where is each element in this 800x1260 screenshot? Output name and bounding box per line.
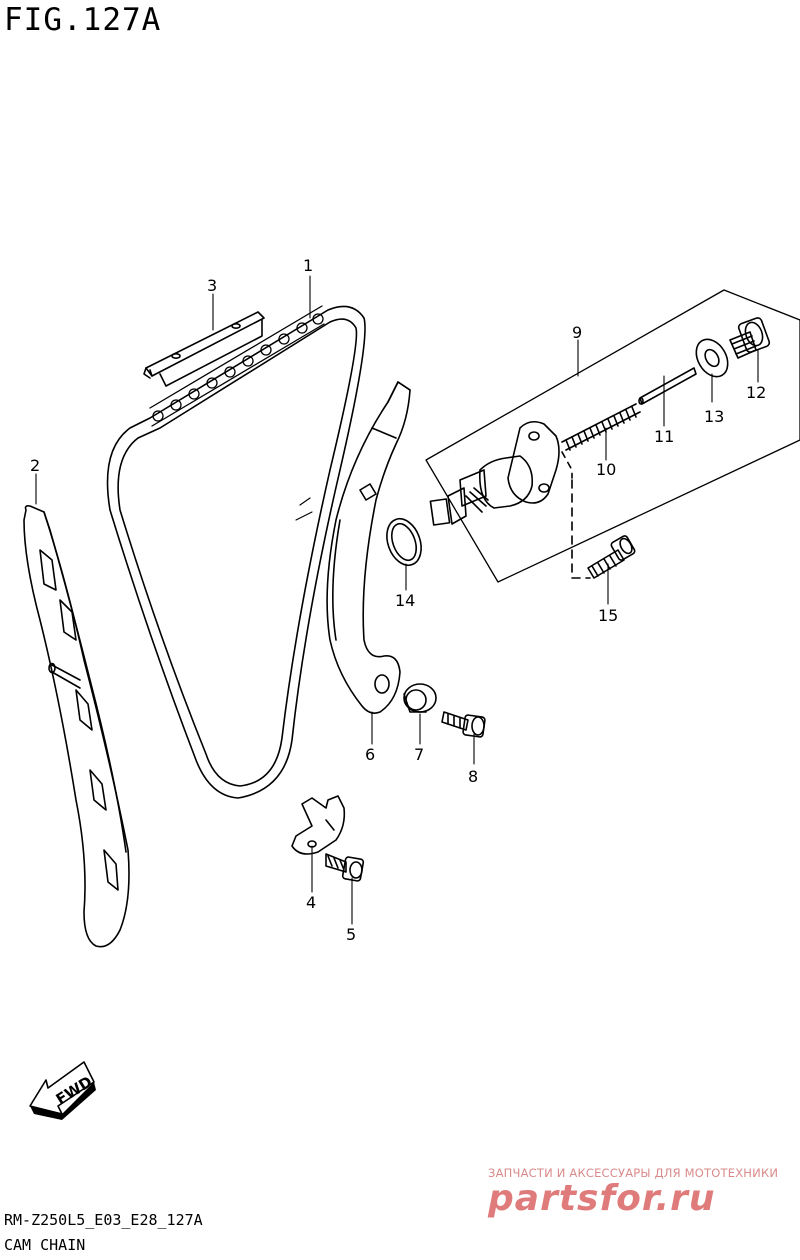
- cam-chain: [106, 305, 366, 799]
- collar: [403, 683, 437, 713]
- callout-10: 10: [596, 460, 616, 479]
- gasket-washer: [695, 338, 729, 378]
- watermark-tagline: ЗАПЧАСТИ И АКСЕССУАРЫ ДЛЯ МОТОТЕХНИКИ: [488, 1166, 779, 1180]
- callout-12: 12: [746, 383, 766, 402]
- stopper-plate: [291, 795, 346, 855]
- figure-title: FIG.127A: [4, 2, 162, 38]
- callout-9: 9: [572, 323, 582, 342]
- callout-3: 3: [207, 276, 217, 295]
- cam-chain-tensioner: [429, 420, 591, 579]
- tensioner-mount-bolt: [587, 535, 636, 579]
- callout-8: 8: [468, 767, 478, 786]
- tensioner-rod: [638, 367, 697, 405]
- fwd-arrow-icon: FWD: [29, 1061, 96, 1120]
- callout-11: 11: [654, 427, 674, 446]
- callout-2: 2: [30, 456, 40, 475]
- watermark-logo: partsfor.ru: [488, 1178, 716, 1219]
- o-ring: [386, 517, 422, 567]
- callout-6: 6: [365, 745, 375, 764]
- cam-chain-guide-top: [143, 311, 265, 387]
- leader-lines: [35, 275, 759, 925]
- callout-7: 7: [414, 745, 424, 764]
- diagram-name: CAM CHAIN: [4, 1236, 86, 1254]
- tensioner-guide-bolt: [441, 711, 486, 738]
- callout-14: 14: [395, 591, 415, 610]
- tensioner-assembly-box: [425, 289, 800, 583]
- cam-chain-tensioner-guide: [326, 381, 411, 714]
- callout-1: 1: [303, 256, 313, 275]
- callout-5: 5: [346, 925, 356, 944]
- diagram-code: RM-Z250L5_E03_E28_127A: [4, 1211, 203, 1229]
- tensioner-spring: [561, 403, 641, 451]
- cam-chain-guide-rear: [23, 505, 130, 948]
- callout-15: 15: [598, 606, 618, 625]
- callout-4: 4: [306, 893, 316, 912]
- stopper-bolt: [325, 853, 365, 882]
- tensioner-cap-bolt: [729, 317, 771, 359]
- callout-13: 13: [704, 407, 724, 426]
